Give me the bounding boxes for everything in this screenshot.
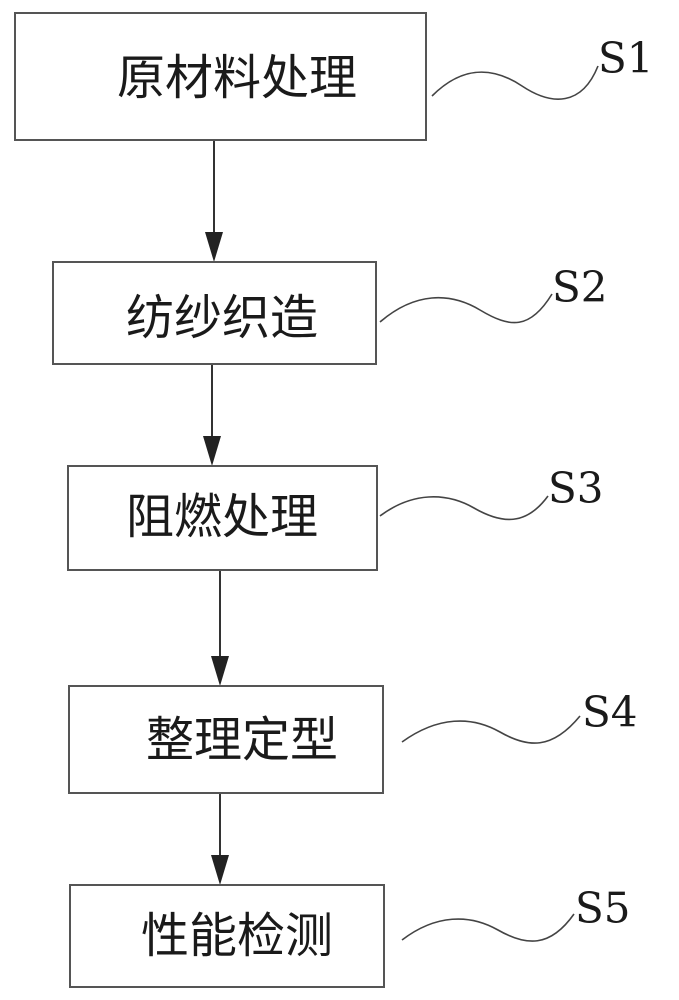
step-box-s2: 纺纱织造 [53, 262, 376, 364]
step-box-s3: 阻燃处理 [68, 466, 377, 570]
step-text-s2: 纺纱织造 [126, 290, 318, 346]
connector-s4-s5 [211, 793, 229, 885]
step-label-s1: S1 [598, 34, 654, 83]
step-text-s4: 整理定型 [146, 712, 338, 768]
leader-line-s3 [380, 496, 548, 519]
step-box-s1: 原材料处理 [15, 13, 426, 140]
connector-s2-s3 [203, 364, 221, 466]
connector-s3-s4 [211, 570, 229, 686]
leader-line-s1 [432, 66, 598, 99]
arrowhead [203, 436, 221, 466]
step-label-s4: S4 [582, 688, 638, 737]
step-label-s3: S3 [548, 464, 604, 513]
step-label-s5: S5 [575, 884, 631, 933]
step-label-s2: S2 [552, 263, 608, 312]
connector-s1-s2 [205, 140, 223, 262]
step-text-s5: 性能检测 [141, 908, 333, 964]
step-text-s1: 原材料处理 [117, 50, 357, 106]
leader-line-s4 [402, 716, 580, 743]
arrowhead [211, 855, 229, 885]
step-box-s4: 整理定型 [69, 686, 383, 793]
step-text-s3: 阻燃处理 [126, 489, 318, 545]
arrowhead [205, 232, 223, 262]
leader-line-s5 [402, 914, 574, 941]
leader-line-s2 [380, 294, 552, 323]
arrowhead [211, 656, 229, 686]
step-box-s5: 性能检测 [70, 885, 384, 987]
